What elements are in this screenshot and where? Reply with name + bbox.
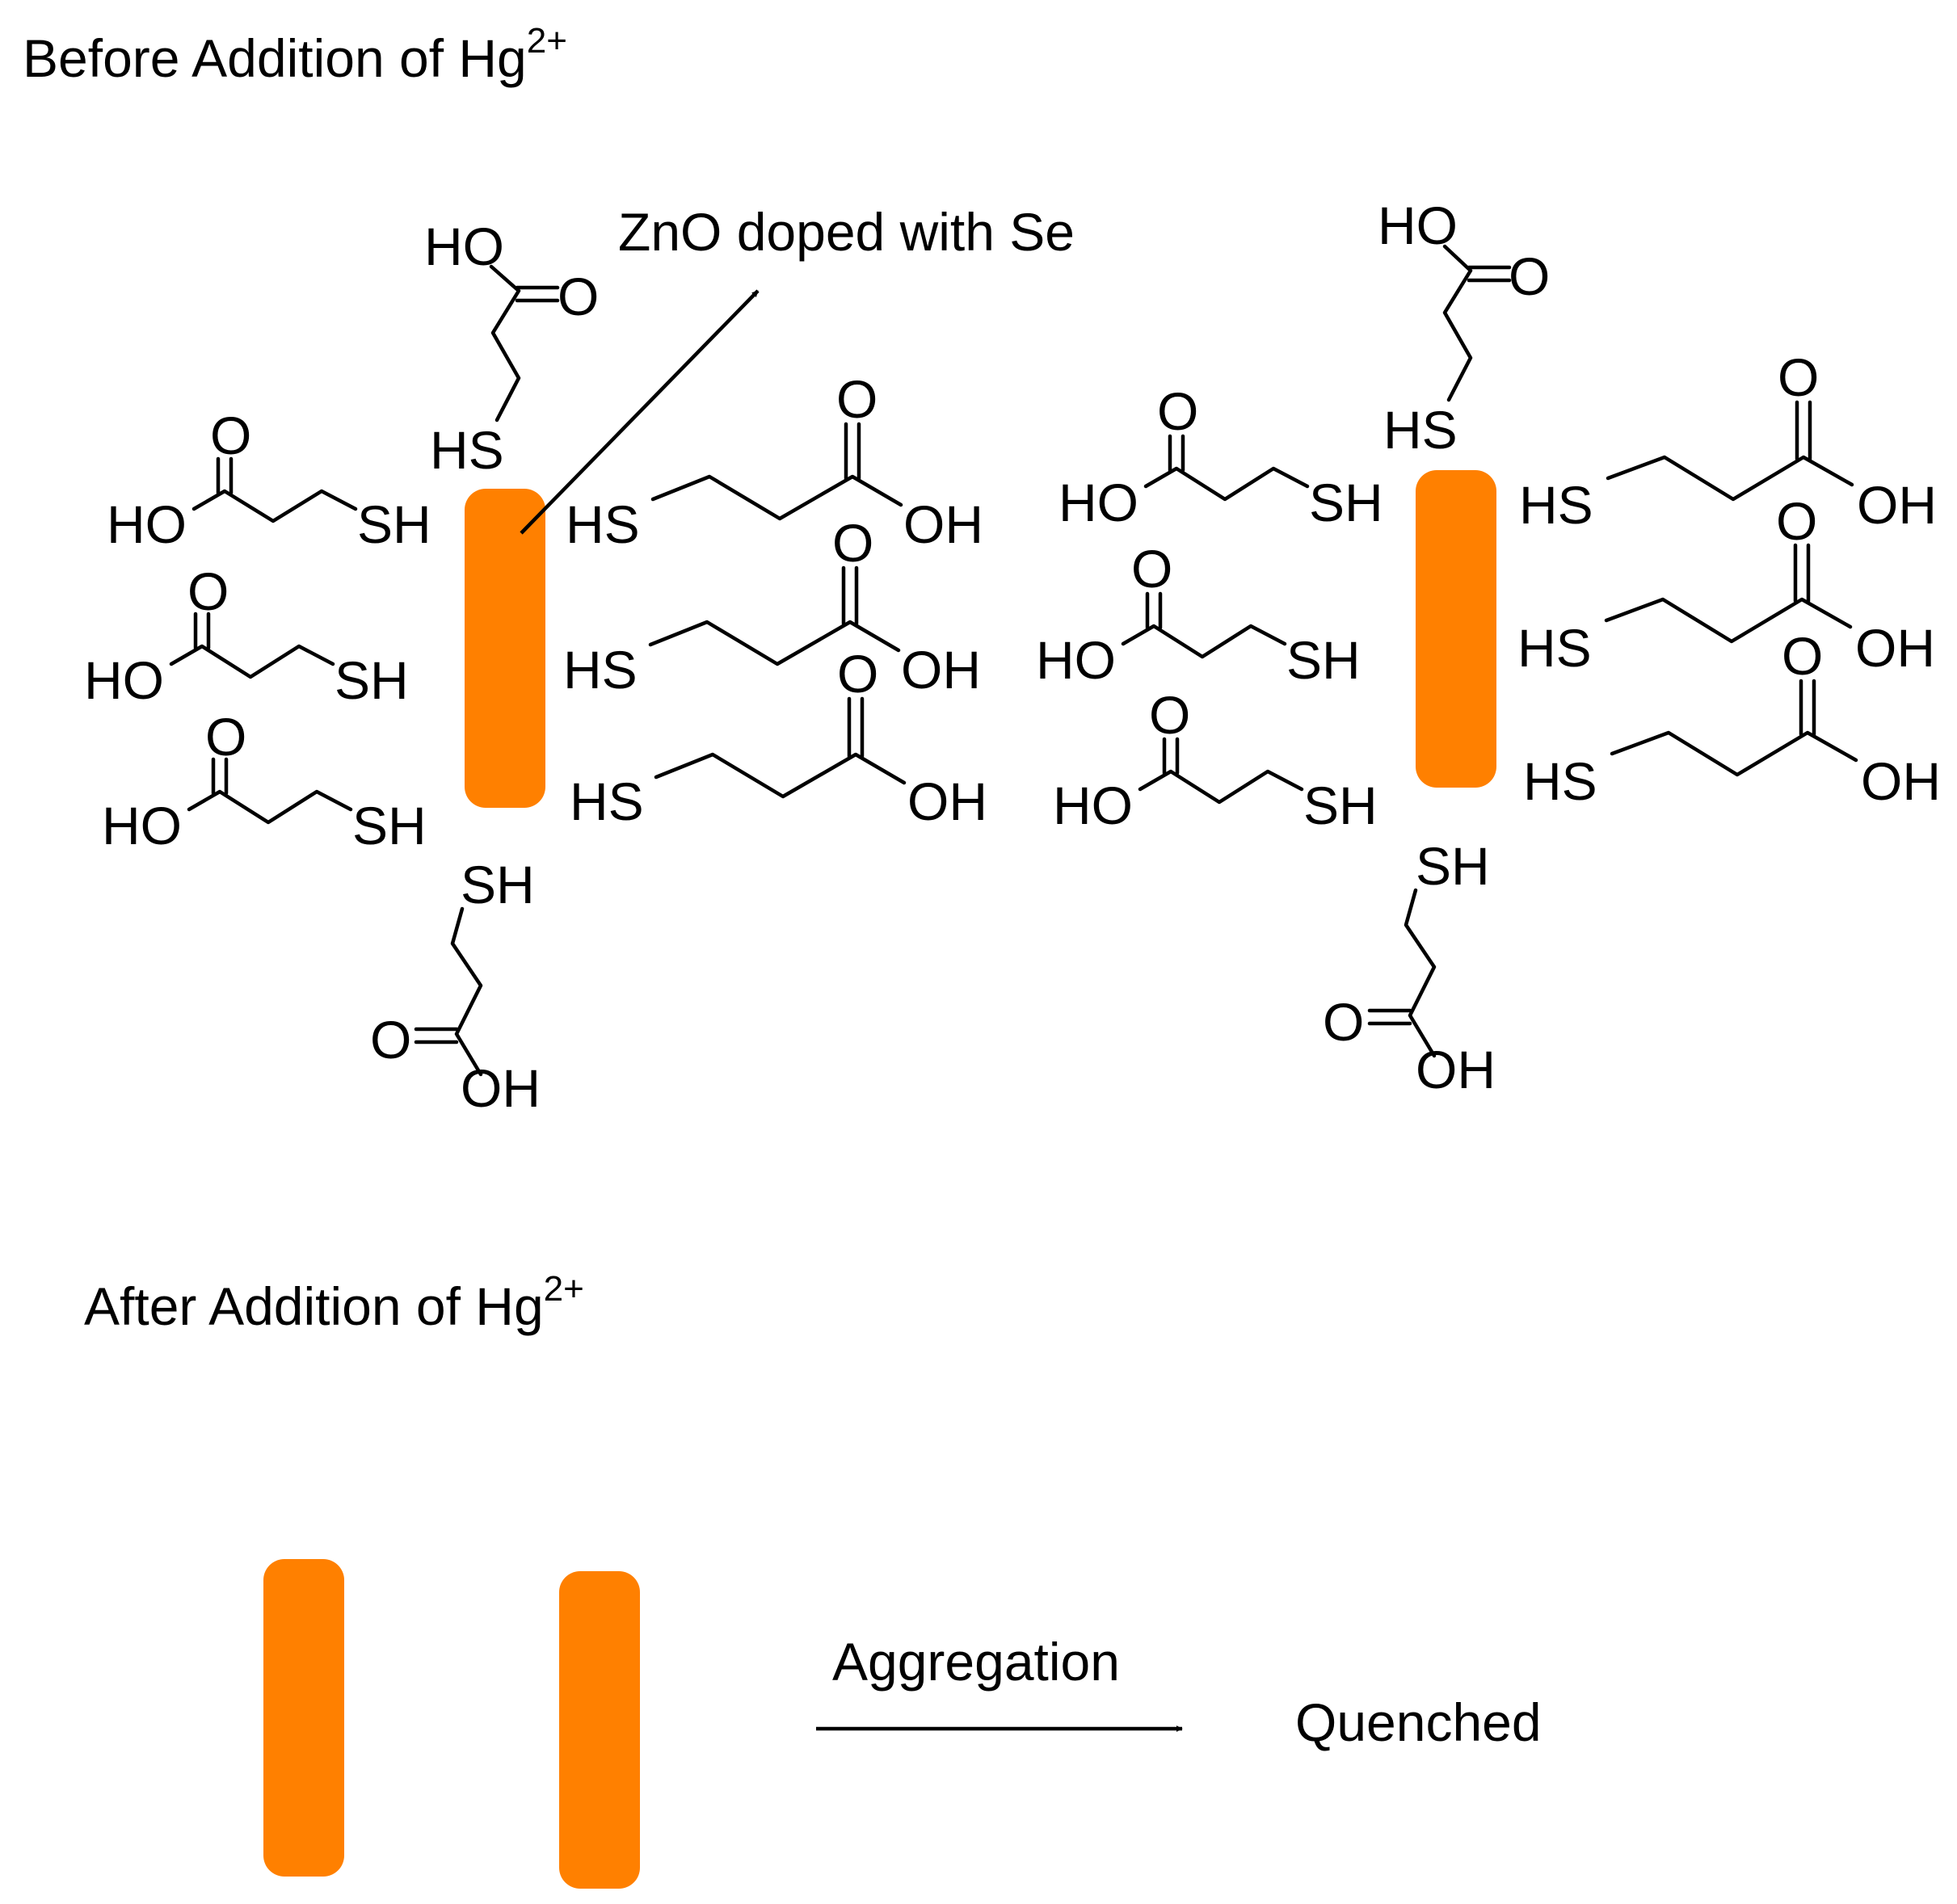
atom-label: HO [102,796,182,855]
atom-label: O [832,513,873,573]
atom-label: OH [901,640,981,700]
atom-label: O [837,644,878,704]
atom-label: OH [1857,475,1937,535]
atom-label: O [1323,992,1364,1052]
ligand-left-2: O HO SH [84,561,409,710]
atom-label: SH [1286,630,1361,690]
atom-label: HS [1383,400,1458,460]
atom-label: HO [1058,473,1138,532]
ligand-bottom-left: SH O OH [370,855,541,1118]
ligand-right-left-2: O HO SH [1036,539,1361,690]
bond-line [1121,624,1287,659]
atom-label: SH [352,796,427,855]
atom-label: HS [1519,475,1593,535]
after-heading-charge: 2+ [544,1269,584,1309]
bond-line [489,264,521,422]
ligand-left-1: O HO SH [107,406,431,554]
atom-label: O [1131,539,1172,599]
atom-label: O [370,1010,411,1070]
ligand-left-rod-right-2: O HS OH [563,513,981,700]
atom-label: HO [1036,630,1116,690]
zno-label: ZnO doped with Se [618,202,1075,262]
ligand-left-rod-right-1: O HS OH [566,369,983,554]
before-heading-charge: 2+ [527,21,567,61]
atom-hs: HS [430,420,504,480]
atom-label: OH [1416,1040,1496,1099]
atom-label: OH [907,771,987,831]
ligand-top-right: HO O HS [1378,195,1550,460]
bond-line [169,644,335,679]
atom-label: OH [1861,751,1941,811]
after-heading-main: After Addition of Hg [84,1276,544,1336]
quenched-label: Quenched [1295,1692,1542,1752]
before-heading-main: Before Addition of Hg [23,28,527,88]
aggregation-label: Aggregation [832,1632,1120,1692]
atom-label: SH [461,855,535,914]
atom-label: O [1149,685,1190,745]
atom-label: SH [1303,775,1378,835]
ligand-top-left: HO O HS [424,216,599,480]
bond-line [1138,769,1304,805]
nanorod-after-1 [263,1559,344,1877]
atom-label: OH [903,494,983,554]
atom-label: HS [1517,618,1592,678]
atom-label: O [187,561,229,621]
nanorod-right [1416,470,1496,788]
ligand-bottom-right: SH O OH [1323,836,1496,1099]
bond-line [187,789,353,825]
bond-line [650,474,903,521]
ligand-right-left-1: O HO SH [1058,381,1383,532]
bond-line [450,906,483,1077]
bond-line [1606,455,1854,502]
after-heading: After Addition of Hg2+ [84,1269,584,1336]
nanorod-after-2 [559,1571,640,1889]
atom-label: HO [1053,775,1133,835]
atom-label: SH [1309,473,1383,532]
atom-label: O [1782,626,1823,686]
atom-label: O [1509,246,1550,306]
atom-label: O [836,369,877,429]
atom-label: O [1157,381,1198,441]
bond-line [1143,466,1310,502]
bond-line [191,489,358,523]
bond-line [1442,244,1473,402]
atom-label: HO [84,650,164,710]
bond-line [1604,597,1853,644]
atom-label: SH [1416,836,1490,896]
atom-label: OH [1855,618,1935,678]
atom-label: HS [570,771,644,831]
atom-label: HO [107,494,187,554]
atom-label: O [1776,491,1817,551]
ligand-right-right-3: O HS OH [1523,626,1941,811]
bond-line [648,620,901,666]
atom-label: SH [357,494,431,554]
zno-pointer-arrow [520,289,760,535]
ligand-right-right-1: O HS OH [1519,347,1937,535]
ligand-right-right-2: O HS OH [1517,491,1935,678]
atom-label: O [210,406,251,465]
atom-label: O [1778,347,1819,407]
atom-label: SH [335,650,409,710]
atom-label: HS [566,494,640,554]
ligand-left-3: O HO SH [102,707,427,855]
atom-label: O [205,707,246,767]
ligand-right-left-3: O HO SH [1053,685,1378,835]
bond-line [1404,888,1437,1058]
bond-line [654,752,907,799]
bond-line [1610,730,1858,777]
atom-label: HS [1523,751,1597,811]
atom-o: O [558,267,599,326]
atom-label: HS [563,640,638,700]
ligand-left-rod-right-3: O HS OH [570,644,987,831]
atom-label: OH [461,1058,541,1118]
before-heading: Before Addition of Hg2+ [23,21,567,88]
nanorod-left [465,489,545,808]
